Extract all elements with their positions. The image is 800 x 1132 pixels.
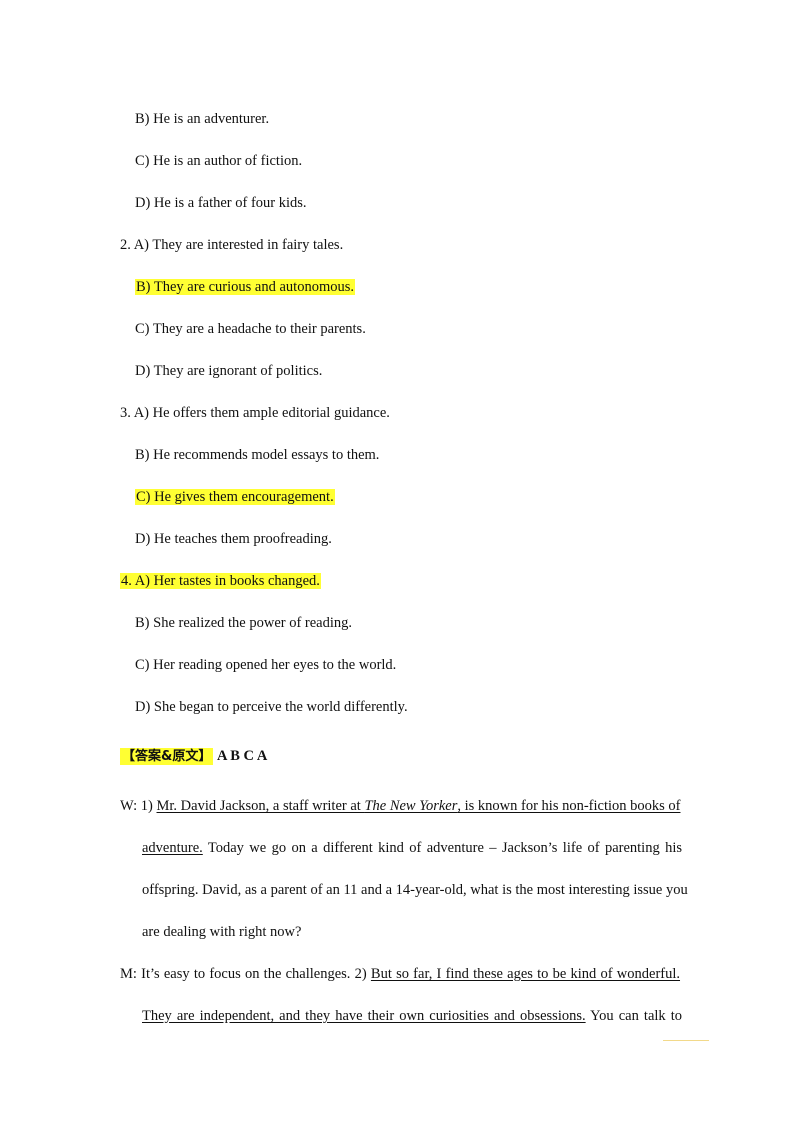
q4-option-a-highlighted: 4. A) Her tastes in books changed. xyxy=(120,572,321,590)
q2-option-b-highlighted: B) They are curious and autonomous. xyxy=(135,278,355,296)
m-underlined-2: They are independent, and they have thei… xyxy=(142,1008,586,1024)
transcript-w-line-1: W: 1) Mr. David Jackson, a staff writer … xyxy=(120,797,680,815)
w-underlined-2: adventure. xyxy=(142,840,203,856)
q3-option-c-text: C) He gives them encouragement. xyxy=(135,489,335,505)
m-underlined-1: But so far, I find these ages to be kind… xyxy=(370,966,681,982)
transcript-m-line-2: They are independent, and they have thei… xyxy=(142,1007,682,1025)
q4-option-c: C) Her reading opened her eyes to the wo… xyxy=(135,657,397,673)
q3-option-d: D) He teaches them proofreading. xyxy=(135,531,332,547)
transcript-w-line-2: adventure. Today we go on a different ki… xyxy=(142,839,682,857)
w-u1-end: , is known for his non-fiction books of xyxy=(457,798,681,814)
q3-option-a: 3. A) He offers them ample editorial gui… xyxy=(120,405,390,421)
q1-option-b: B) He is an adventurer. xyxy=(135,111,270,127)
q3-option-b: B) He recommends model essays to them. xyxy=(135,447,380,463)
transcript-m-line-1: M: It’s easy to focus on the challenges.… xyxy=(120,965,680,983)
q4-option-a-text: 4. A) Her tastes in books changed. xyxy=(120,573,321,589)
q3-option-c-highlighted: C) He gives them encouragement. xyxy=(135,488,335,506)
footer-rule xyxy=(663,1040,709,1041)
q2-option-a: 2. A) They are interested in fairy tales… xyxy=(120,237,344,253)
answer-line: 【答案&原文】 A B C A xyxy=(120,747,267,766)
w-text-2: Today we go on a different kind of adven… xyxy=(202,840,682,856)
m-text-2: You can talk to xyxy=(585,1008,682,1024)
transcript-w-line-4: are dealing with right now? xyxy=(142,924,302,940)
q1-option-d: D) He is a father of four kids. xyxy=(135,195,307,211)
m-prefix: M: It’s easy to focus on the challenges.… xyxy=(120,966,371,982)
q2-option-b-text: B) They are curious and autonomous. xyxy=(135,279,355,295)
transcript-w-line-3: offspring. David, as a parent of an 11 a… xyxy=(142,882,688,898)
answer-tag: 【答案&原文】 xyxy=(120,748,214,765)
q2-option-d: D) They are ignorant of politics. xyxy=(135,363,323,379)
answer-keys: A B C A xyxy=(216,748,268,764)
q4-option-d: D) She began to perceive the world diffe… xyxy=(135,699,408,715)
w-underlined-1: Mr. David Jackson, a staff writer at The… xyxy=(157,798,681,814)
q2-option-c: C) They are a headache to their parents. xyxy=(135,321,366,337)
q1-option-c: C) He is an author of fiction. xyxy=(135,153,303,169)
w-prefix: W: 1) xyxy=(120,798,157,814)
w-u1-text: Mr. David Jackson, a staff writer at xyxy=(156,798,365,814)
q4-option-b: B) She realized the power of reading. xyxy=(135,615,353,631)
w-magazine-title: The New Yorker xyxy=(364,798,458,814)
